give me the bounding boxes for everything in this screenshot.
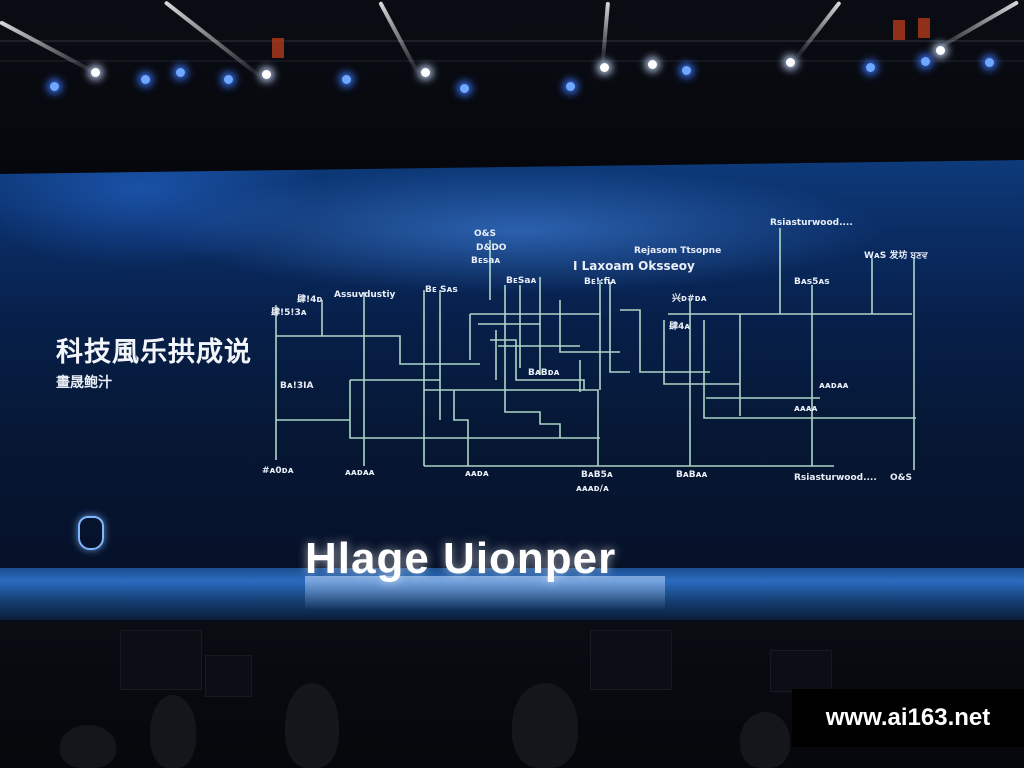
audience-silhouette: [60, 725, 116, 768]
diagram-label: Rsiasturwood....: [794, 473, 877, 483]
stage-spotlight: [460, 84, 469, 93]
lighting-truss: [0, 40, 1024, 42]
stage-spotlight: [786, 58, 795, 67]
diagram-label: BᴀBᴀᴀ: [676, 470, 708, 480]
stage-spotlight: [262, 70, 271, 79]
diagram-label: O&S: [890, 473, 912, 483]
diagram-label: ᴀᴀᴅᴀ: [465, 469, 489, 479]
site-watermark: www.ai163.net: [792, 689, 1024, 747]
stage-spotlight: [566, 82, 575, 91]
diagram-label: I Laxoam Oksseoy: [573, 259, 695, 273]
diagram-label: Bᴇsaᴀ: [471, 256, 501, 266]
diagram-label: Rsiasturwood....: [770, 218, 853, 228]
diagram-label: ᴀᴀᴀᴅ/ᴀ: [576, 484, 609, 494]
audience-silhouette: [512, 683, 578, 768]
diagram-label: 肆4ᴀ: [669, 322, 691, 332]
diagram-label: Rejasom Ttsopne: [634, 246, 722, 256]
diagram-label: 兴ᴅ#ᴅᴀ: [672, 294, 707, 304]
lighting-truss: [0, 60, 1024, 62]
stage-spotlight: [648, 60, 657, 69]
audience-silhouette: [740, 712, 790, 768]
stage-panel: [205, 655, 252, 697]
stage-sign: Hlage Uionper: [305, 534, 617, 583]
diagram-label: 肆!4ᴅ: [297, 295, 323, 305]
light-fixture: [893, 20, 905, 40]
audience-silhouette: [285, 683, 339, 768]
stage-spotlight: [985, 58, 994, 67]
diagram-label: Bᴇ Sᴀs: [425, 285, 458, 295]
stage-spotlight: [50, 82, 59, 91]
diagram-label: BᴀB5ᴀ: [581, 470, 613, 480]
screen-subtitle: 畫晟鲍汁: [56, 375, 112, 391]
diagram-label: Bᴇ!:fiᴀ: [584, 277, 617, 287]
stage-spotlight: [936, 46, 945, 55]
stage-spotlight: [600, 63, 609, 72]
podium-logo-icon: [78, 516, 104, 550]
diagram-label: BᴀBᴅᴀ: [528, 368, 560, 378]
diagram-label: D&DO: [476, 243, 507, 253]
light-fixture: [272, 38, 284, 58]
stage-panel: [770, 650, 832, 692]
sign-reflection: [305, 576, 665, 610]
diagram-label: Bᴀ!3IA: [280, 381, 314, 391]
diagram-label: BᴇSaᴀ: [506, 276, 537, 286]
stage-spotlight: [682, 66, 691, 75]
diagram-label: O&S: [474, 229, 496, 239]
diagram-label: #ᴀ0ᴅᴀ: [262, 466, 294, 476]
diagram-label: Assuvdustiy: [334, 290, 396, 300]
ceiling-rig: [0, 0, 1024, 160]
diagram-label: WᴀS 发坊 ਬਣਵ: [864, 251, 928, 261]
stage-spotlight: [342, 75, 351, 84]
diagram-label: 肆!5!3ᴀ: [271, 308, 307, 318]
stage-spotlight: [421, 68, 430, 77]
diagram-label: Bᴀs5ᴀs: [794, 277, 830, 287]
stage-spotlight: [91, 68, 100, 77]
audience-silhouette: [150, 695, 196, 768]
stage-spotlight: [866, 63, 875, 72]
stage-spotlight: [141, 75, 150, 84]
led-screen: [0, 160, 1024, 570]
diagram-label: ᴀᴀᴅᴀᴀ: [345, 468, 375, 478]
stage-spotlight: [176, 68, 185, 77]
light-fixture: [918, 18, 930, 38]
screen-title: 科技風乐拱成说: [56, 337, 252, 368]
stage-spotlight: [224, 75, 233, 84]
diagram-label: ᴀᴀᴀᴀ: [794, 404, 818, 414]
stage-spotlight: [921, 57, 930, 66]
stage-panel: [120, 630, 202, 690]
diagram-label: ᴀᴀᴅᴀᴀ: [819, 381, 849, 391]
stage-panel: [590, 630, 672, 690]
